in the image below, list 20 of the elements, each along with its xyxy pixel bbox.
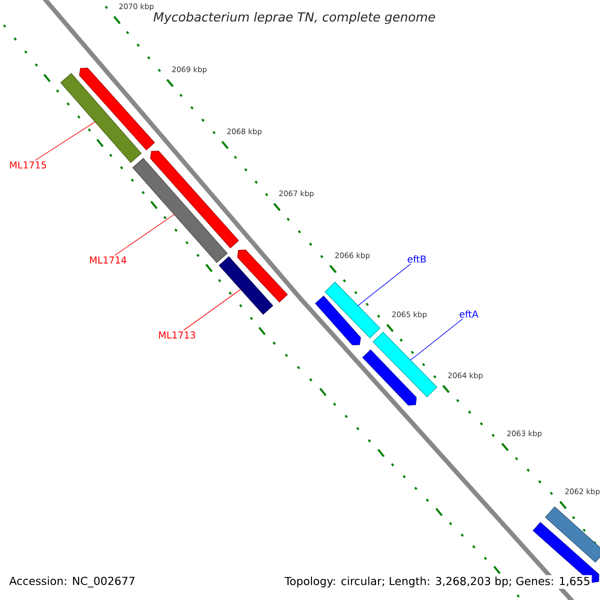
gene-block — [237, 250, 288, 302]
gene-block — [372, 332, 438, 398]
gene-block — [315, 296, 361, 346]
gene-block — [79, 68, 155, 150]
genome-info-text: Topology: circular; Length: 3,268,203 bp; Genes: 1,655 — [283, 575, 592, 589]
gene-label: eftA — [460, 310, 478, 318]
leader-line — [114, 214, 175, 256]
gene-block — [150, 150, 239, 248]
gene-block — [324, 282, 380, 338]
leader-line — [183, 288, 242, 331]
leader-line — [410, 318, 464, 360]
gene-label: ML1713 — [159, 331, 196, 339]
gene-label: eftB — [408, 255, 426, 263]
gene-label: ML1715 — [10, 161, 46, 169]
title: Mycobacterium leprae TN, complete genome — [154, 12, 436, 24]
leader-line — [358, 264, 412, 306]
leader-line — [35, 121, 96, 161]
gene-label: ML1714 — [90, 256, 126, 264]
gene-block — [218, 256, 274, 315]
accession-text: Accession: NC_002677 — [9, 576, 134, 588]
